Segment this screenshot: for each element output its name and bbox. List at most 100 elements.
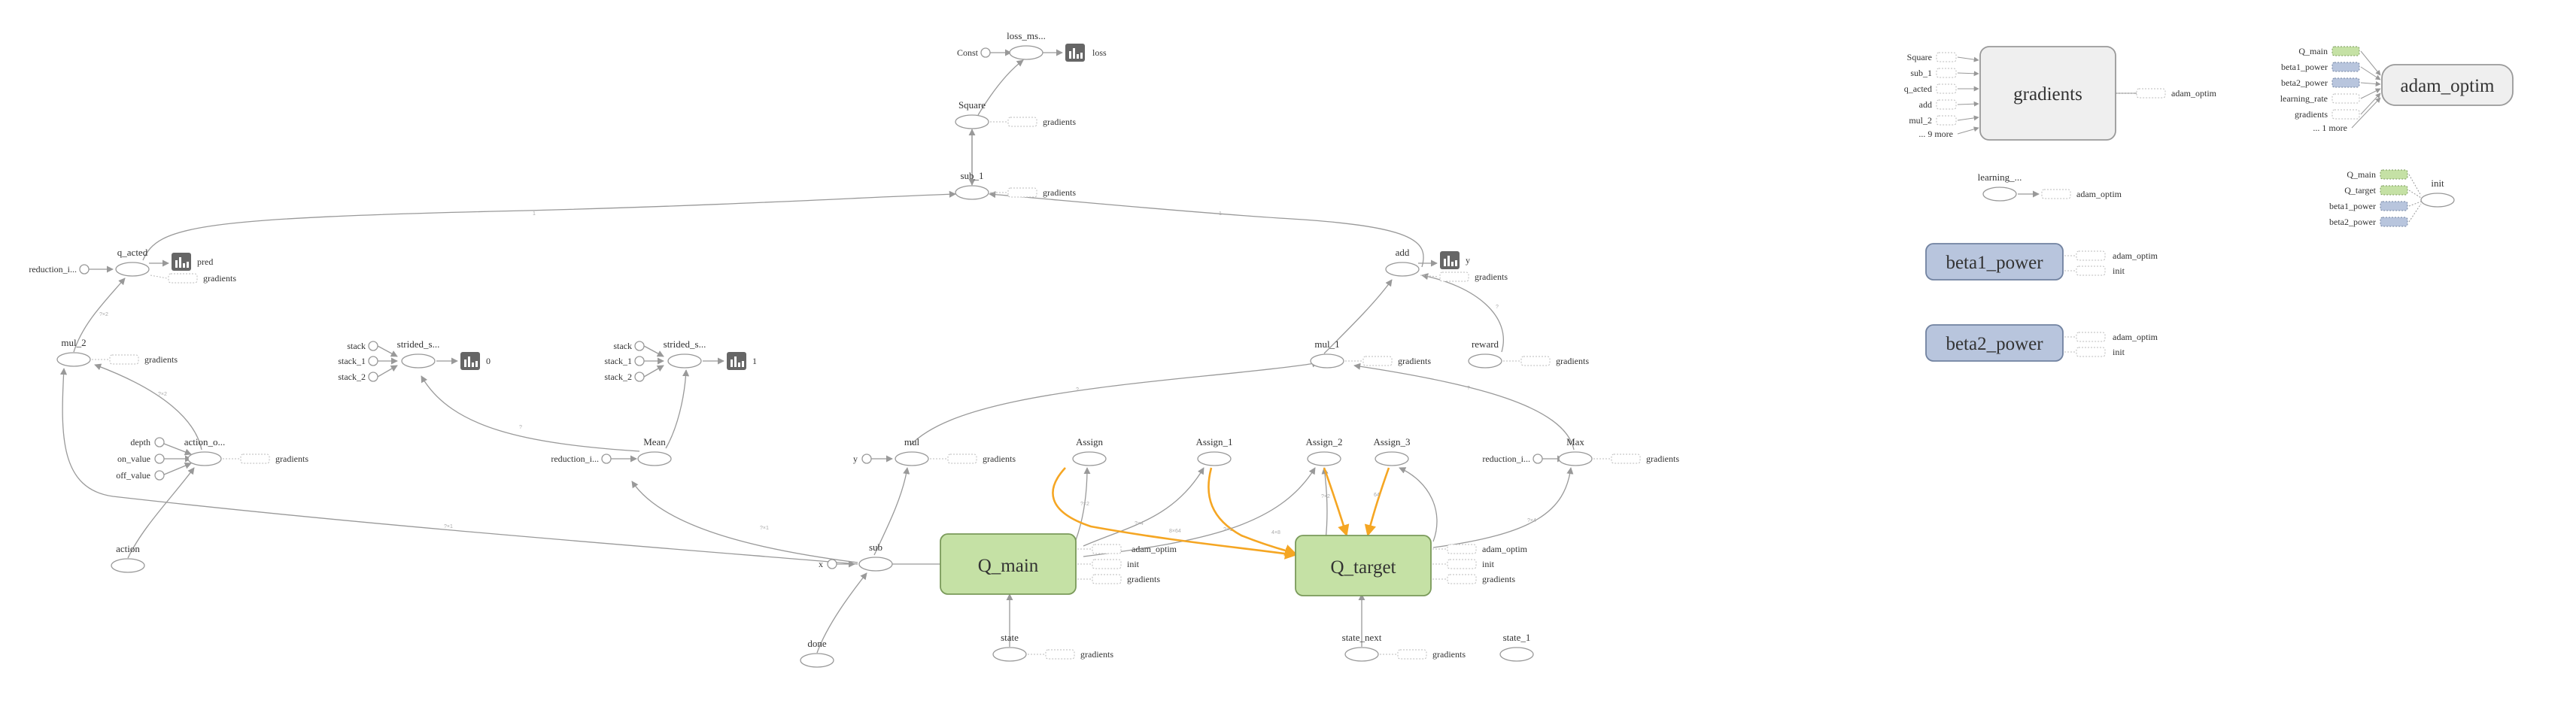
aux-gradients-adam: adam_optim (2117, 88, 2217, 99)
aux-label: gradients (1127, 574, 1160, 584)
edge-assign2-qtarget (1323, 467, 1350, 537)
summary-label: pred (197, 256, 213, 267)
aux-label: gradients (1432, 649, 1466, 660)
aux-label: init (2113, 265, 2125, 276)
summary-label: y (1466, 255, 1470, 265)
node-label: reduction_i... (29, 264, 77, 275)
node-max[interactable]: Max (1558, 436, 1593, 466)
edges (60, 49, 2149, 654)
node-beta2-power[interactable]: beta2_power (1925, 324, 2064, 362)
aux-grad-add: gradients (1420, 272, 1508, 282)
edge-label: 1 (1219, 211, 1222, 217)
node-assign-3[interactable]: Assign_3 (1373, 436, 1411, 466)
aux-qmain: adam_optim init gradients (1077, 544, 1177, 584)
summary-0[interactable]: 0 (460, 352, 491, 370)
node-state-next[interactable]: state_next (1342, 632, 1382, 662)
node-label: Q_main (978, 556, 1039, 576)
node-assign-1[interactable]: Assign_1 (1195, 436, 1233, 466)
summary-loss[interactable]: loss (1065, 44, 1107, 62)
edge-label: ?×4 (1135, 521, 1144, 526)
node-square[interactable]: Square (955, 99, 989, 129)
node-mean[interactable]: Mean (637, 436, 672, 466)
aux-label: adam_optim (2171, 88, 2217, 99)
node-state[interactable]: state (992, 632, 1027, 662)
node-reward[interactable]: reward (1468, 338, 1502, 369)
summary-y[interactable]: y (1440, 251, 1470, 269)
summary-1[interactable]: 1 (727, 352, 757, 370)
edge-label: 8×64 (1169, 529, 1181, 534)
node-sub-1[interactable]: sub_1 (955, 170, 989, 200)
aux-grad-sub1: gradients (990, 187, 1076, 198)
node-assign[interactable]: Assign (1072, 436, 1107, 466)
node-state-1[interactable]: state_1 (1499, 632, 1534, 662)
summary-pred[interactable]: pred (172, 253, 213, 271)
aux-grad-mul: gradients (930, 454, 1016, 464)
edge-done-sub (816, 572, 867, 654)
node-assign-2[interactable]: Assign_2 (1305, 436, 1343, 466)
node-action-onehot[interactable]: action_o... (184, 436, 226, 466)
node-y-input[interactable]: y (853, 454, 872, 464)
node-sub[interactable]: sub (858, 542, 893, 572)
aux-label: gradients (1080, 649, 1113, 660)
node-const[interactable]: Const (957, 47, 991, 58)
edge-onehot-mul2 (94, 363, 202, 450)
node-strided-b[interactable]: strided_s... (664, 338, 706, 369)
node-label: mul (904, 436, 920, 447)
node-label: stack_2 (604, 372, 632, 382)
node-init[interactable]: init (2420, 177, 2455, 208)
node-q-target[interactable]: Q_target (1295, 535, 1432, 596)
node-strided-a[interactable]: strided_s... (397, 338, 440, 369)
node-mul[interactable]: mul (895, 436, 929, 466)
node-label: q_acted (117, 247, 148, 258)
node-adam-optim[interactable]: adam_optim (2381, 64, 2514, 106)
node-add[interactable]: add (1385, 247, 1420, 277)
node-stack-1-b[interactable]: stack_1 (604, 356, 645, 366)
node-depth[interactable]: depth (130, 437, 165, 447)
input-label: Q_target (2344, 185, 2376, 196)
edge-labels: 1 1 ?×2 ?×2 ?×1 ? ? ? ? ?×1 ?×2 ?×4 ?×1 … (99, 211, 1536, 535)
node-label: action (116, 543, 140, 554)
edge-label: ? (1076, 387, 1079, 393)
edge-sb-strided-b (643, 345, 664, 357)
node-reduction-qacted[interactable]: reduction_i... (29, 264, 90, 275)
aux-grad-mul2: gradients (92, 354, 178, 365)
node-q-acted[interactable]: q_acted (115, 247, 150, 277)
edge-add-sub1 (989, 191, 1424, 268)
node-mul-1[interactable]: mul_1 (1310, 338, 1344, 369)
edge-s2b-strided-b (643, 365, 664, 378)
node-label: mul_2 (61, 337, 86, 348)
node-stack-1-a[interactable]: stack_1 (338, 356, 378, 366)
node-stack-a[interactable]: stack (347, 341, 378, 351)
node-q-main[interactable]: Q_main (940, 533, 1077, 595)
node-x-input[interactable]: x (819, 559, 837, 569)
node-action[interactable]: action (111, 543, 145, 573)
node-loss-ms[interactable]: loss_ms... (1007, 30, 1046, 60)
node-stack-b[interactable]: stack (613, 341, 645, 351)
node-stack-2-a[interactable]: stack_2 (338, 372, 378, 382)
edge-label: ?×1 (1223, 527, 1232, 532)
edge-off-onehot (163, 462, 192, 475)
node-beta1-power[interactable]: beta1_power (1925, 243, 2064, 281)
edge-qtarget-assign2 (1321, 467, 1329, 541)
node-mul-2[interactable]: mul_2 (56, 337, 91, 367)
node-label: stack_2 (338, 372, 366, 382)
node-label: y (853, 454, 858, 464)
node-gradients[interactable]: gradients (1979, 46, 2116, 141)
aux-label: gradients (203, 273, 236, 284)
node-on-value[interactable]: on_value (117, 454, 165, 464)
edge-assign-qtarget (1052, 467, 1297, 560)
node-learning-rate[interactable]: learning_... (1978, 171, 2022, 202)
aux-label: gradients (1646, 454, 1679, 464)
node-reduction-mean[interactable]: reduction_i... (551, 454, 612, 464)
node-label: depth (130, 437, 150, 447)
node-off-value[interactable]: off_value (116, 470, 165, 481)
aux-beta2: adam_optim init (2064, 332, 2158, 357)
input-label: add (1919, 99, 1932, 110)
control-edges (1052, 467, 1390, 560)
edge-qacted-sub1 (142, 190, 956, 261)
node-done[interactable]: done (800, 638, 834, 668)
node-reduction-max[interactable]: reduction_i... (1482, 454, 1543, 464)
node-stack-2-b[interactable]: stack_2 (604, 372, 645, 382)
node-label: stack (613, 341, 632, 351)
